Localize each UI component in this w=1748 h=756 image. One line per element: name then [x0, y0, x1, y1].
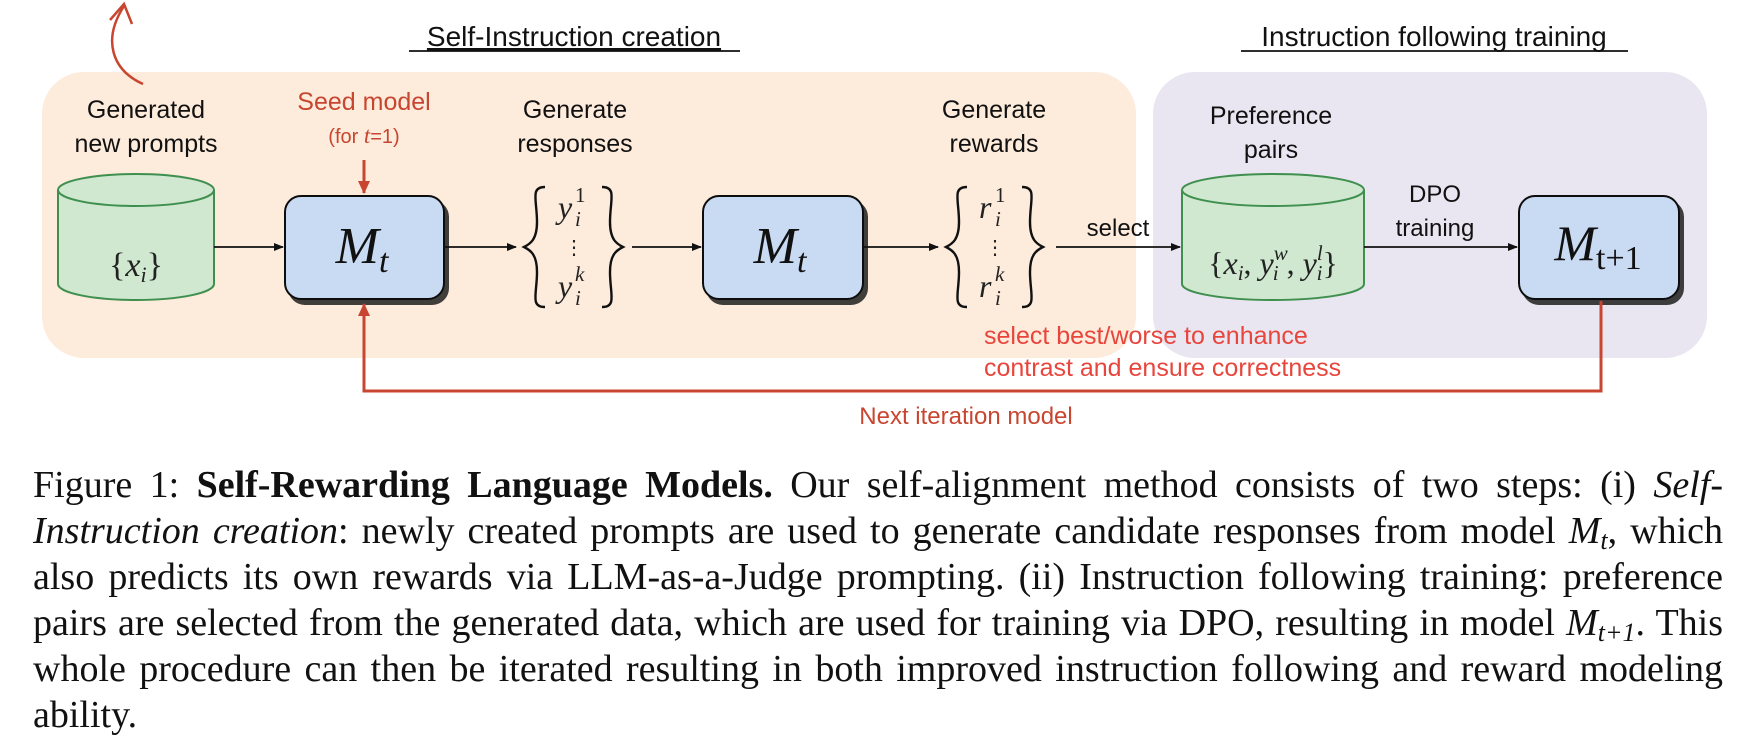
svg-text:i: i	[575, 207, 581, 231]
curved-arrow-icon	[110, 5, 144, 86]
rewards-set: r 1 i ⋮ r k i	[943, 183, 1046, 310]
svg-text:i: i	[995, 207, 1001, 231]
model-label-mt-1: Mt	[335, 218, 390, 280]
select-label: select	[1087, 215, 1150, 242]
select-note-line2: contrast and ensure correctness	[984, 354, 1341, 382]
svg-text:⋮: ⋮	[564, 237, 584, 259]
generate-rewards-line1: Generate	[942, 96, 1046, 124]
svg-text:r: r	[979, 268, 992, 304]
dpo-label-line1: DPO	[1409, 181, 1461, 208]
generate-responses-line2: responses	[517, 130, 632, 158]
model-label-mt-plus-1: Mt+1	[1553, 215, 1641, 277]
svg-text:y: y	[555, 189, 573, 225]
next-iteration-label: Next iteration model	[859, 403, 1072, 430]
svg-text:1: 1	[995, 183, 1006, 207]
prompts-database-icon	[57, 173, 215, 301]
figure-title: Self-Rewarding Language Models.	[196, 464, 773, 506]
generate-responses-line1: Generate	[523, 96, 627, 124]
preference-pairs-database-icon	[1181, 173, 1365, 301]
self-rewarding-diagram: Self-Instruction creation Instruction fo…	[42, 1, 1707, 430]
prompts-set-math: {xi}	[109, 247, 163, 287]
svg-text:1: 1	[575, 183, 586, 207]
svg-text:k: k	[995, 262, 1005, 286]
figure-caption: Figure 1: Self-Rewarding Language Models…	[33, 464, 1724, 736]
caption-italic-term: Self-Instruction creation	[33, 464, 1723, 552]
generated-label-line2: new prompts	[74, 130, 217, 158]
svg-text:i: i	[995, 286, 1001, 310]
model-box-mt-plus-1	[1518, 195, 1680, 300]
svg-text:r: r	[979, 189, 992, 225]
next-iteration-feedback-arrow	[358, 301, 1603, 393]
generated-label-line1: Generated	[87, 96, 205, 124]
model-label-mt-2: Mt	[753, 218, 808, 280]
seed-model-label: Seed model	[297, 88, 430, 116]
svg-text:i: i	[575, 286, 581, 310]
preference-pairs-line2: pairs	[1244, 136, 1298, 164]
responses-set: y 1 i ⋮ y k i	[521, 183, 626, 310]
svg-text:⋮: ⋮	[985, 237, 1005, 259]
seed-model-sublabel: (for t=1)	[328, 123, 399, 148]
section-title-self-instruction: Self-Instruction creation	[427, 21, 721, 52]
generate-rewards-line2: rewards	[950, 130, 1039, 158]
select-note-line1: select best/worse to enhance	[984, 322, 1308, 350]
dpo-label-line2: training	[1396, 215, 1475, 242]
section-title-instruction-training: Instruction following training	[1261, 21, 1607, 52]
svg-text:y: y	[555, 268, 573, 304]
figure-label: Figure 1:	[33, 464, 180, 506]
preference-pairs-line1: Preference	[1210, 102, 1332, 130]
svg-text:k: k	[575, 262, 585, 286]
